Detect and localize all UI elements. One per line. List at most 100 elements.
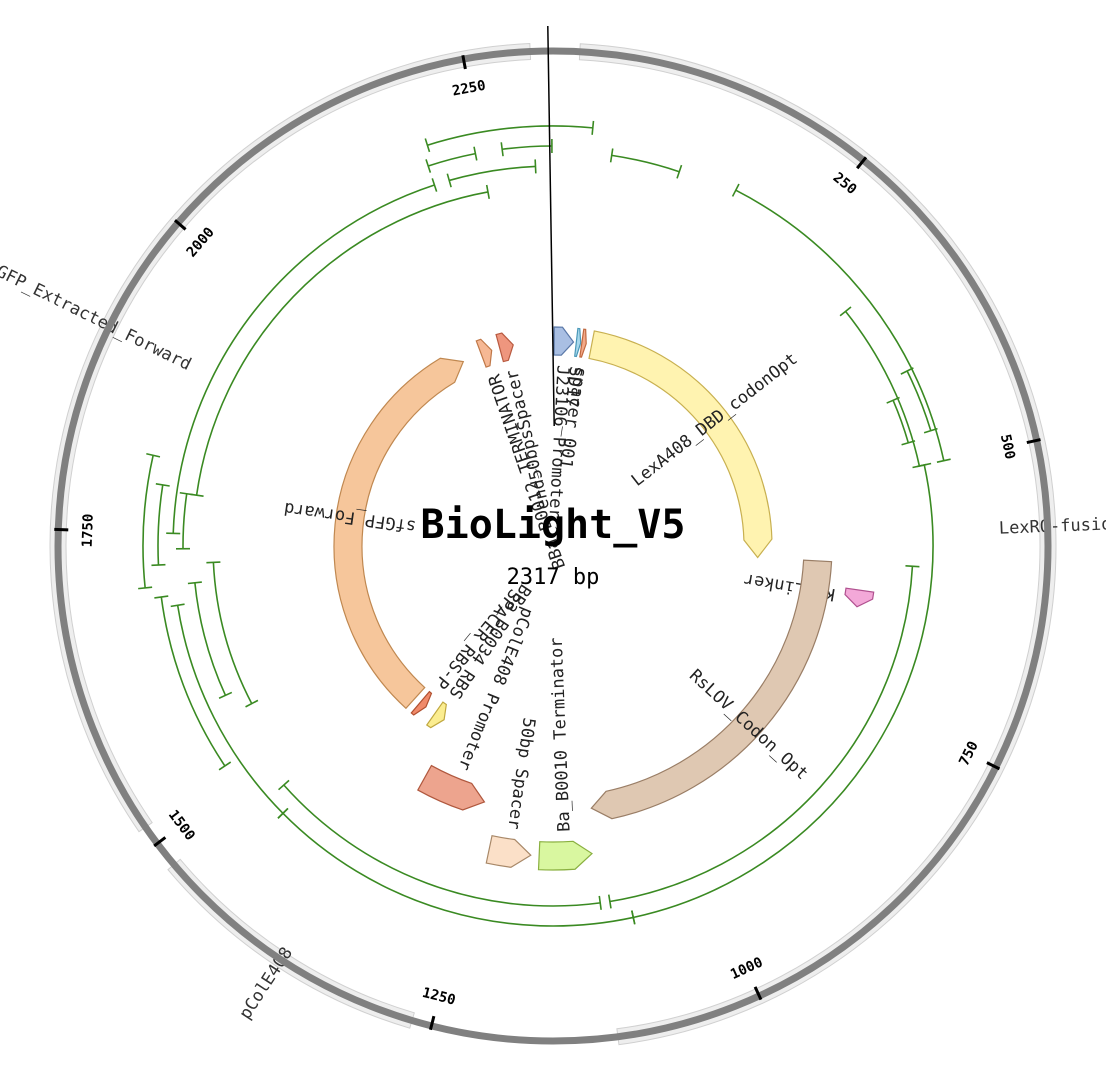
tick-mark	[1026, 438, 1041, 445]
plasmid-name: BioLight_V5	[421, 502, 686, 548]
feature-arrow[interactable]	[553, 326, 575, 356]
primer-cap	[923, 427, 938, 434]
tick-label: 2000	[184, 224, 218, 260]
feature-arrow[interactable]	[485, 834, 532, 868]
tick-mark	[461, 54, 467, 70]
primer-cap	[839, 306, 852, 317]
tick-label: 1250	[420, 985, 457, 1009]
primer-track[interactable]	[844, 310, 921, 467]
feature-arrow[interactable]	[588, 330, 773, 559]
tick-mark	[153, 836, 167, 848]
tick-label: 2250	[451, 78, 487, 100]
primer-cap	[170, 603, 185, 608]
primer-cap	[425, 159, 432, 173]
plasmid-length: 2317 bp	[507, 565, 600, 590]
primer-cap	[631, 910, 636, 925]
primer-track[interactable]	[176, 605, 284, 814]
position-cursor[interactable]	[547, 26, 555, 427]
primer-track[interactable]	[160, 596, 226, 767]
primer-cap	[206, 561, 221, 564]
tick-mark	[173, 219, 187, 231]
tick-mark	[753, 986, 763, 1001]
primer-cap	[138, 586, 153, 590]
primer-cap	[179, 491, 194, 496]
primer-cap	[446, 173, 452, 188]
feature-arrow[interactable]	[590, 559, 833, 820]
tick-label: 1000	[728, 954, 765, 983]
primer-track[interactable]	[283, 784, 601, 907]
feature-arrow[interactable]	[495, 332, 514, 363]
primer-cap	[591, 120, 595, 135]
primer-cap	[676, 164, 683, 179]
tick-label: 500	[997, 433, 1018, 461]
feature-arrow[interactable]	[574, 327, 582, 358]
primer-cap	[218, 691, 233, 699]
primer-cap	[431, 178, 438, 192]
primer-tracks	[138, 120, 951, 927]
feature-arrow[interactable]	[579, 328, 587, 358]
primer-cap	[731, 183, 740, 197]
tick-label: 1750	[80, 513, 97, 547]
primer-cap	[900, 367, 914, 375]
primer-track[interactable]	[609, 566, 914, 903]
primer-cap	[154, 595, 169, 599]
primer-cap	[500, 142, 504, 157]
feature-arrow[interactable]	[417, 764, 486, 811]
primer-track[interactable]	[157, 484, 164, 566]
primer-cap	[901, 440, 916, 446]
primer-cap	[485, 184, 491, 199]
tick-mark	[428, 1015, 436, 1031]
primer-track[interactable]	[172, 184, 435, 534]
primer-cap	[598, 895, 602, 910]
primer-cap	[936, 458, 951, 463]
primer-track[interactable]	[449, 165, 536, 182]
primer-track[interactable]	[427, 125, 593, 146]
feature-arrow[interactable]	[475, 338, 493, 368]
tick-mark	[856, 156, 868, 170]
primer-track[interactable]	[611, 154, 680, 173]
backbone-circle	[54, 47, 1052, 1045]
primer-cap	[607, 894, 612, 909]
primer-cap	[151, 563, 166, 567]
primer-cap	[146, 452, 161, 458]
tick-label: 1500	[165, 807, 198, 844]
primer-track[interactable]	[502, 145, 552, 151]
primer-cap	[886, 396, 900, 404]
region-band[interactable]	[167, 858, 415, 1029]
feature-label: Ba_B0010 Terminator	[547, 637, 575, 832]
feature-arrow[interactable]	[333, 357, 465, 710]
primer-cap	[424, 138, 431, 153]
region-label: LexRO-fusion-v1	[999, 513, 1106, 539]
primer-cap	[218, 761, 232, 771]
primer-track[interactable]	[142, 455, 154, 588]
primer-track[interactable]	[735, 189, 945, 461]
region-band[interactable]	[49, 43, 532, 833]
primer-cap	[245, 699, 259, 708]
primer-cap	[155, 483, 170, 487]
primer-track[interactable]	[906, 370, 932, 431]
primer-track[interactable]	[195, 191, 489, 496]
feature-arrow[interactable]	[844, 587, 875, 608]
primer-cap	[534, 159, 537, 174]
primer-cap	[277, 807, 289, 819]
primer-cap	[278, 779, 290, 791]
feature-arrow[interactable]	[425, 701, 447, 729]
primer-cap	[905, 565, 920, 568]
primer-cap	[473, 146, 478, 161]
primer-cap	[187, 581, 202, 585]
primer-track[interactable]	[212, 562, 253, 704]
tick-label: 250	[830, 170, 860, 198]
tick-mark	[986, 761, 1001, 771]
primer-cap	[609, 148, 614, 163]
feature-arrow[interactable]	[410, 690, 433, 716]
primer-track[interactable]	[427, 152, 476, 167]
primer-track[interactable]	[282, 812, 634, 927]
feature-arrow[interactable]	[537, 840, 593, 871]
primer-track[interactable]	[194, 582, 227, 696]
tick-label: 750	[956, 739, 982, 769]
primer-track[interactable]	[182, 493, 188, 549]
primer-track[interactable]	[633, 464, 934, 919]
primer-cap	[917, 462, 932, 468]
